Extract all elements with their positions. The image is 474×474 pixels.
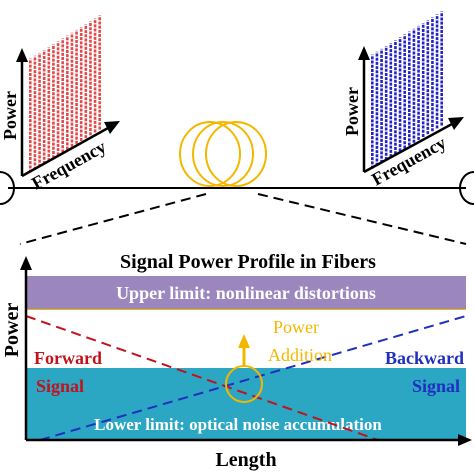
left-spectrum-x-arrow <box>104 121 120 134</box>
right-spectrum-x-axis <box>363 122 453 174</box>
coil-loop <box>179 121 241 187</box>
profile-y-label: Power <box>1 303 23 358</box>
left-spectrum-y-arrow <box>16 48 28 62</box>
backward-power-curve <box>39 315 467 441</box>
profile-x-label: Length <box>215 449 276 471</box>
fiber-coil <box>179 121 267 187</box>
left-spectrum-x-axis <box>21 126 109 178</box>
power-addition-label-line1: Power <box>273 317 319 337</box>
power-addition-label-line2: Addition <box>268 345 332 365</box>
left-node <box>0 171 15 205</box>
left-spectrum-y-label: Power <box>0 91 20 140</box>
right-spectrum-y-arrow <box>358 46 370 60</box>
coil-loop <box>205 121 267 187</box>
right-spectrum-x-arrow <box>448 117 464 130</box>
lower-limit-label: Lower limit: optical noise accumulation <box>94 415 382 434</box>
right-spectrum: Power Frequency <box>342 11 464 189</box>
left-spectrum-lines <box>29 15 101 173</box>
profile-x-arrow <box>458 434 472 446</box>
zoom-line-left <box>19 193 207 245</box>
forward-signal-label-line1: Forward <box>34 348 102 368</box>
coil-loop <box>192 121 254 187</box>
left-spectrum: Power Frequency <box>0 15 120 193</box>
upper-limit-band <box>26 276 466 310</box>
zoom-line-right <box>257 193 467 245</box>
right-spectrum-lines <box>371 11 443 169</box>
upper-limit-label: Upper limit: nonlinear distortions <box>116 283 376 303</box>
power-addition-arrow-head <box>238 334 250 348</box>
profile-y-arrow <box>20 256 32 270</box>
right-spectrum-y-label: Power <box>342 87 362 136</box>
backward-signal-label-line2: Signal <box>412 376 460 396</box>
forward-power-curve <box>25 315 379 441</box>
profile-title: Signal Power Profile in Fibers <box>120 251 376 273</box>
backward-signal-label-line1: Backward <box>385 348 464 368</box>
forward-signal-label-line2: Signal <box>36 376 84 396</box>
right-node <box>459 171 474 205</box>
